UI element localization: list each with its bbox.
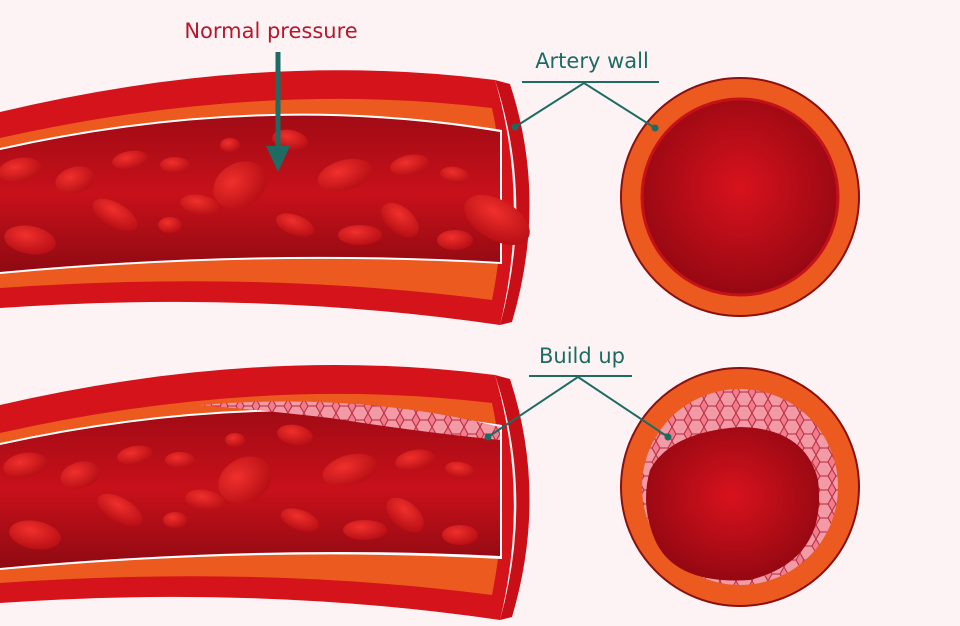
red-blood-cell [275, 213, 315, 237]
plaque-build-up [200, 401, 500, 440]
red-blood-cell [442, 525, 478, 545]
red-blood-cell [317, 158, 373, 192]
normal-pressure-annotation: Normal pressure [184, 19, 358, 172]
red-blood-cell [322, 453, 378, 487]
red-blood-cell [60, 461, 100, 489]
red-blood-cell [280, 508, 320, 532]
artery-wall-label: Artery wall [535, 49, 649, 73]
narrowed-artery-cross-section [620, 367, 860, 607]
red-blood-cell [390, 154, 430, 176]
red-blood-cell [165, 452, 195, 468]
red-blood-cell [386, 497, 424, 533]
down-arrow-icon [266, 146, 290, 172]
red-blood-cell [343, 520, 387, 540]
red-blood-cell [112, 150, 148, 170]
vessel-end-rim [495, 80, 530, 325]
red-blood-cell [158, 217, 182, 233]
red-blood-cell [92, 198, 138, 232]
red-blood-cell [0, 157, 42, 183]
blood-cells-group [0, 129, 473, 255]
red-blood-cell [445, 461, 475, 479]
vessel-end-rim [495, 375, 530, 620]
narrowed-lumen [646, 427, 820, 581]
build-up-label: Build up [539, 344, 625, 368]
red-blood-cell [97, 493, 143, 527]
red-blood-cell [117, 445, 153, 465]
red-blood-cell [4, 225, 56, 255]
red-blood-cell [277, 424, 313, 446]
red-blood-cell [437, 230, 473, 250]
red-blood-cell [180, 194, 220, 216]
red-blood-cell [220, 138, 240, 152]
red-blood-cell [185, 489, 225, 511]
normal-artery-cross-section [620, 77, 860, 317]
blood-cells-group [3, 424, 478, 550]
red-blood-cell [9, 520, 61, 550]
red-blood-cell [213, 161, 267, 209]
red-blood-cell [160, 157, 190, 173]
exiting-blood-cell [464, 195, 530, 245]
red-blood-cell [395, 449, 435, 471]
red-blood-cell [218, 456, 272, 504]
build-up-annotation: Build up [484, 344, 672, 441]
red-blood-cell [163, 512, 187, 528]
red-blood-cell [338, 225, 382, 245]
normal-pressure-label: Normal pressure [184, 19, 357, 43]
artery-wall-annotation: Artery wall [511, 49, 659, 132]
red-blood-cell [55, 166, 95, 194]
red-blood-cell [225, 433, 245, 447]
red-blood-cell [440, 166, 470, 184]
narrowed-artery-vessel [0, 365, 530, 620]
red-blood-cell [381, 202, 419, 238]
normal-artery-vessel [0, 70, 530, 325]
red-blood-cell [3, 452, 47, 478]
red-blood-cell [272, 129, 308, 151]
